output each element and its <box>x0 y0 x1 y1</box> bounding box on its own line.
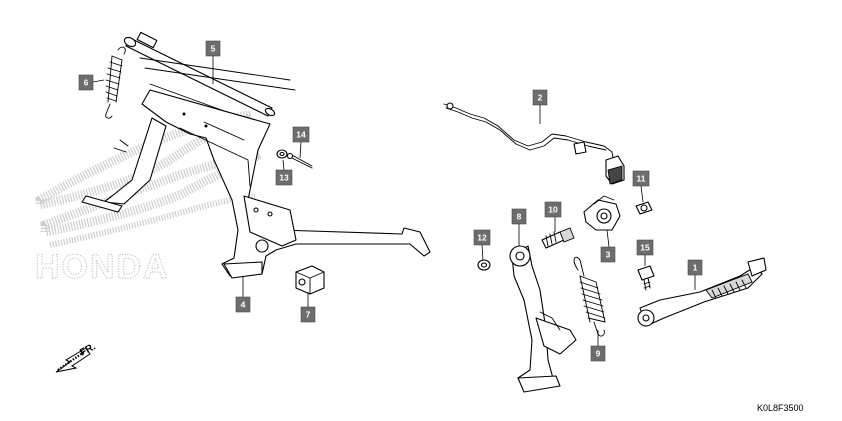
direction-label: FR. <box>78 341 98 358</box>
part-15-bolt <box>637 265 655 291</box>
part-1-pedal-arm <box>637 257 767 327</box>
callout-13: 13 <box>275 169 293 186</box>
callout-5: 5 <box>205 40 221 57</box>
part-8-side-stand <box>509 245 577 393</box>
part-12-washer <box>477 259 491 271</box>
part-7-stopper-rubber <box>295 265 325 295</box>
callout-9-label: 9 <box>596 349 601 359</box>
callout-1-label: 1 <box>693 263 698 273</box>
callout-5-label: 5 <box>211 44 216 54</box>
callout-8: 8 <box>511 208 527 225</box>
callout-13-label: 13 <box>279 173 289 183</box>
callout-1: 1 <box>687 259 703 276</box>
callout-15-label: 15 <box>640 243 650 253</box>
callout-7: 7 <box>300 306 316 323</box>
watermark-text: HONDA <box>35 248 170 286</box>
callout-11: 11 <box>632 170 650 187</box>
callout-10: 10 <box>544 201 562 218</box>
callout-14: 14 <box>292 126 310 143</box>
callout-14-label: 14 <box>296 130 306 140</box>
callout-8-label: 8 <box>517 212 522 222</box>
callout-11-label: 11 <box>637 174 646 184</box>
callout-3-label: 3 <box>606 250 611 260</box>
callout-2-label: 2 <box>538 93 543 103</box>
callout-6-label: 6 <box>84 78 89 88</box>
callout-2: 2 <box>532 89 548 106</box>
figure-code: K0L8F3500 <box>757 403 804 413</box>
part-5-stand-shaft <box>123 31 296 125</box>
callout-3: 3 <box>600 246 616 263</box>
callout-6: 6 <box>78 74 94 91</box>
part-2-side-stand-switch-cable <box>443 102 625 185</box>
callout-leaders <box>92 56 696 346</box>
callout-12-label: 12 <box>477 233 487 243</box>
part-11-bolt <box>635 201 653 215</box>
callout-4-label: 4 <box>241 300 246 310</box>
callout-7-label: 7 <box>306 310 311 320</box>
part-6-stand-spring <box>105 46 126 119</box>
callout-4: 4 <box>235 296 251 313</box>
callout-12: 12 <box>473 229 491 246</box>
part-9-side-stand-spring <box>573 256 606 337</box>
callout-15: 15 <box>636 239 654 256</box>
part-10-pivot-bolt <box>541 227 575 249</box>
direction-arrow-icon <box>55 347 91 373</box>
callout-10-label: 10 <box>548 205 558 215</box>
callout-9: 9 <box>590 345 606 362</box>
part-4-main-stand <box>81 89 431 279</box>
part-13-washer <box>276 149 288 159</box>
part-3-switch-body <box>583 195 621 231</box>
part-14-cotter-pin <box>286 152 313 169</box>
forward-direction-indicator: FR. <box>55 341 98 373</box>
